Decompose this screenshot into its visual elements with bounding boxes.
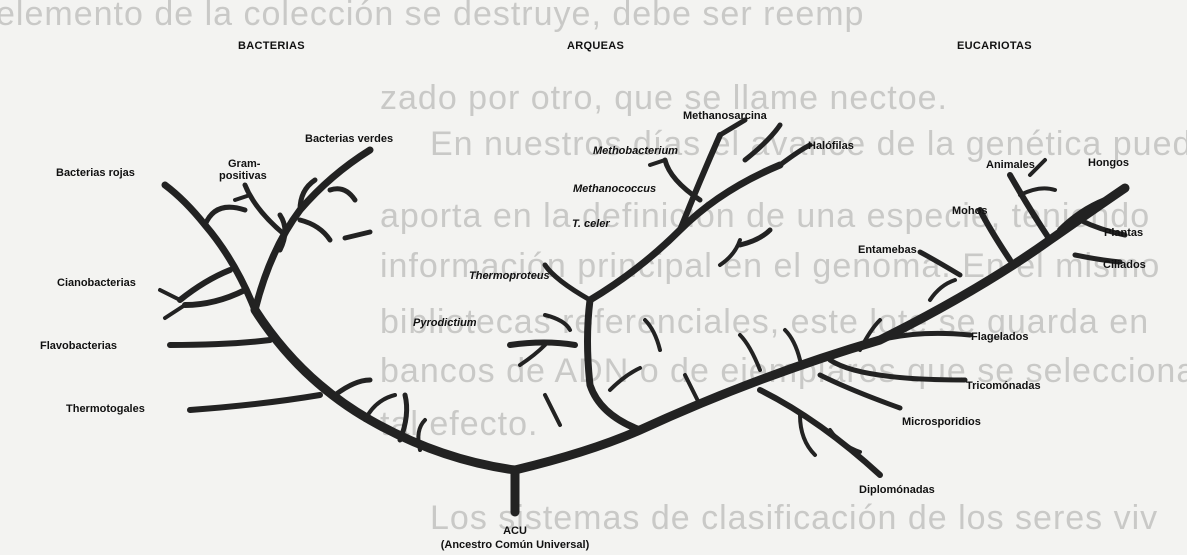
taxon-label-methanococcus: Methanococcus — [573, 183, 656, 195]
taxon-label-methanobacterium: Methobacterium — [593, 145, 678, 157]
bacteria-branches — [160, 150, 425, 450]
taxon-label-flavobacteria: Flavobacterias — [40, 340, 117, 352]
taxon-label-thermoproteus: Thermoproteus — [469, 270, 550, 282]
taxon-label-t-celer: T. celer — [572, 218, 610, 230]
taxon-label-pyrodictium: Pyrodictium — [413, 317, 477, 329]
taxon-label-gram-positive-line2: positivas — [219, 170, 267, 182]
taxon-label-halophiles: Halófilas — [808, 140, 854, 152]
taxon-label-plants: Plantas — [1104, 227, 1143, 239]
taxon-label-diplomonads: Diplomónadas — [859, 484, 935, 496]
taxon-label-entamoebae: Entamebas — [858, 244, 917, 256]
taxon-label-thermotogales: Thermotogales — [66, 403, 145, 415]
taxon-label-gram-positive-line1: Gram- — [228, 158, 260, 170]
taxon-label-slime-molds: Mohos — [952, 205, 987, 217]
root-label-description: (Ancestro Común Universal) — [425, 539, 605, 551]
taxon-label-flagellates: Flagelados — [971, 331, 1028, 343]
taxon-label-cyanobacteria: Cianobacterias — [57, 277, 136, 289]
archaea-branches — [510, 120, 810, 430]
taxon-label-animals: Animales — [986, 159, 1035, 171]
taxon-label-microsporidia: Microsporidios — [902, 416, 981, 428]
taxon-label-methanosarcina: Methanosarcina — [683, 110, 767, 122]
taxon-label-fungi: Hongos — [1088, 157, 1129, 169]
domain-label-bacteria: BACTERIAS — [238, 40, 305, 52]
taxon-label-ciliates: Ciliados — [1103, 259, 1146, 271]
domain-label-eukarya: EUCARIOTAS — [957, 40, 1032, 52]
root-label-acu: ACU — [495, 525, 535, 537]
taxon-label-green-bacteria: Bacterias verdes — [305, 133, 393, 145]
domain-label-archaea: ARQUEAS — [567, 40, 624, 52]
taxon-label-red-bacteria: Bacterias rojas — [56, 167, 135, 179]
taxon-label-trichomonads: Tricomónadas — [966, 380, 1041, 392]
